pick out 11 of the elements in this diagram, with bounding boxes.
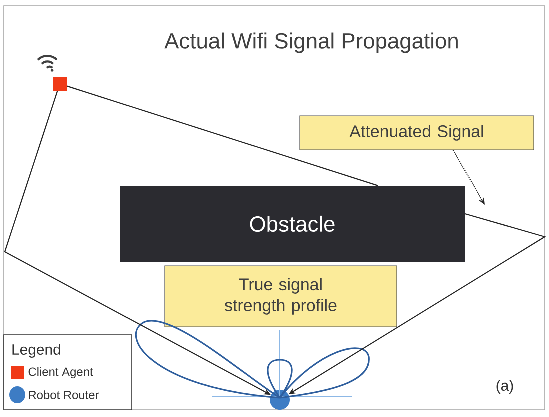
- signal-path: [67, 86, 378, 186]
- obstacle-box: Obstacle: [120, 186, 465, 262]
- legend-title: Legend: [12, 344, 60, 358]
- panel-label: (a): [496, 380, 514, 394]
- legend-label: Robot Router: [29, 390, 100, 400]
- callout-box: Attenuated Signal: [300, 116, 534, 150]
- legend-label: Client Agent: [28, 367, 94, 379]
- router-circle: [270, 390, 290, 410]
- title: Actual Wifi Signal Propagation: [164, 32, 458, 54]
- callout-box: True signal strength profile: [164, 266, 398, 328]
- client-square: [53, 77, 67, 91]
